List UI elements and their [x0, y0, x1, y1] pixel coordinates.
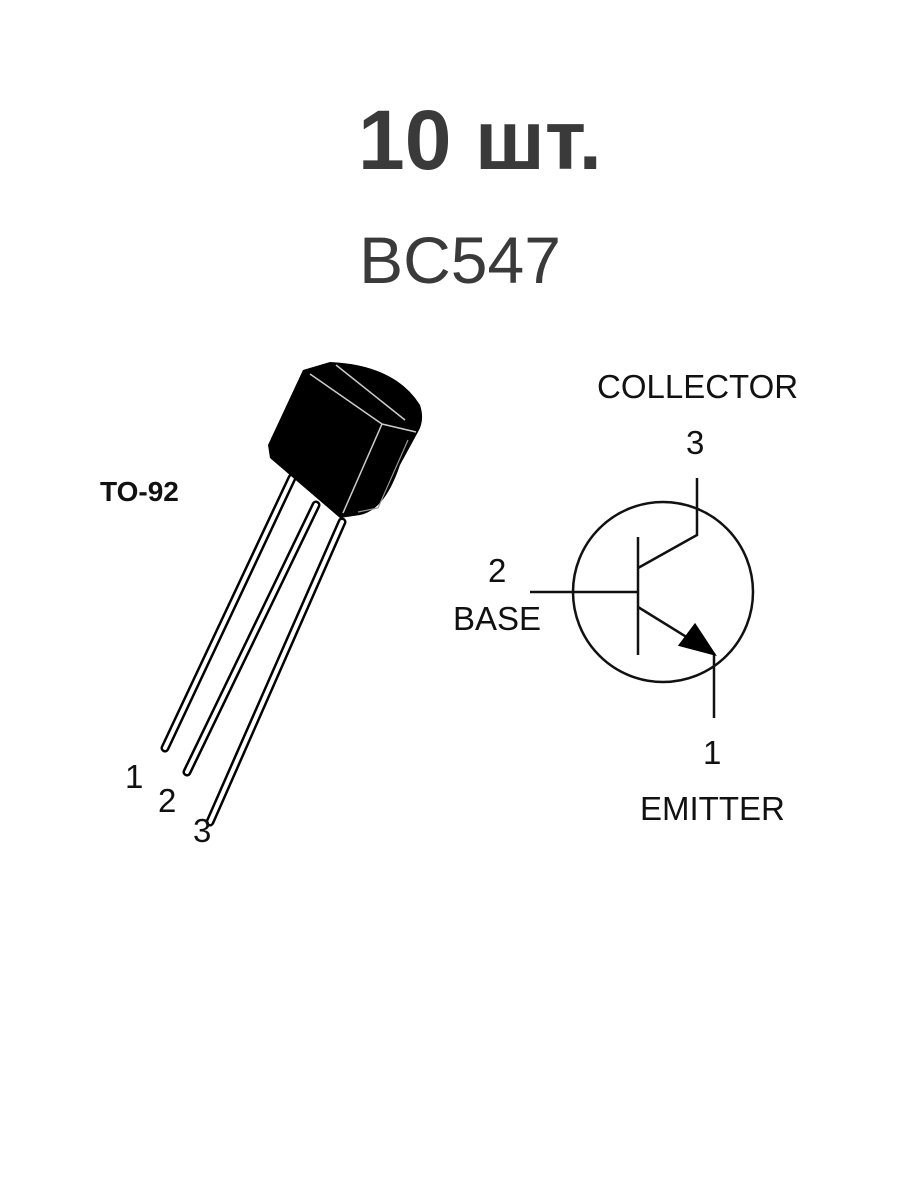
- pin-3-label: 3: [193, 812, 212, 849]
- model-title: BC547: [359, 223, 561, 297]
- quantity-title: 10 шт.: [358, 93, 602, 187]
- npn-transistor-symbol: [530, 478, 755, 718]
- to92-package-icon: [268, 362, 423, 518]
- base-label: BASE: [453, 600, 542, 637]
- transistor-leads: [160, 473, 347, 827]
- package-label: TO-92: [100, 476, 179, 507]
- pin-1-label: 1: [125, 758, 144, 795]
- base-pin: 2: [488, 552, 507, 589]
- emitter-pin: 1: [703, 734, 722, 771]
- collector-pin: 3: [686, 424, 705, 461]
- emitter-label: EMITTER: [640, 790, 785, 827]
- collector-label: COLLECTOR: [597, 368, 799, 405]
- pin-2-label: 2: [158, 782, 177, 819]
